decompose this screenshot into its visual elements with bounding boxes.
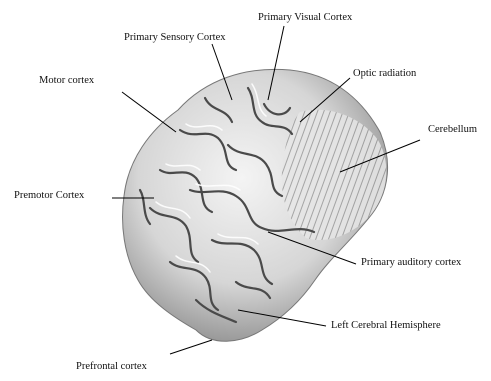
label-primary-visual-cortex: Primary Visual Cortex (258, 13, 352, 24)
label-primary-sensory-cortex: Primary Sensory Cortex (124, 33, 226, 44)
leader-motor-cortex (122, 92, 176, 132)
label-optic-radiation: Optic radiation (353, 69, 416, 80)
label-primary-auditory-cortex: Primary auditory cortex (361, 258, 461, 269)
label-prefrontal-cortex: Prefrontal cortex (76, 362, 147, 373)
label-left-cerebral-hemisphere: Left Cerebral Hemisphere (331, 321, 441, 332)
leader-prefrontal-cortex (170, 340, 212, 354)
label-motor-cortex: Motor cortex (39, 76, 94, 87)
label-cerebellum: Cerebellum (428, 125, 477, 136)
label-premotor-cortex: Premotor Cortex (14, 191, 84, 202)
